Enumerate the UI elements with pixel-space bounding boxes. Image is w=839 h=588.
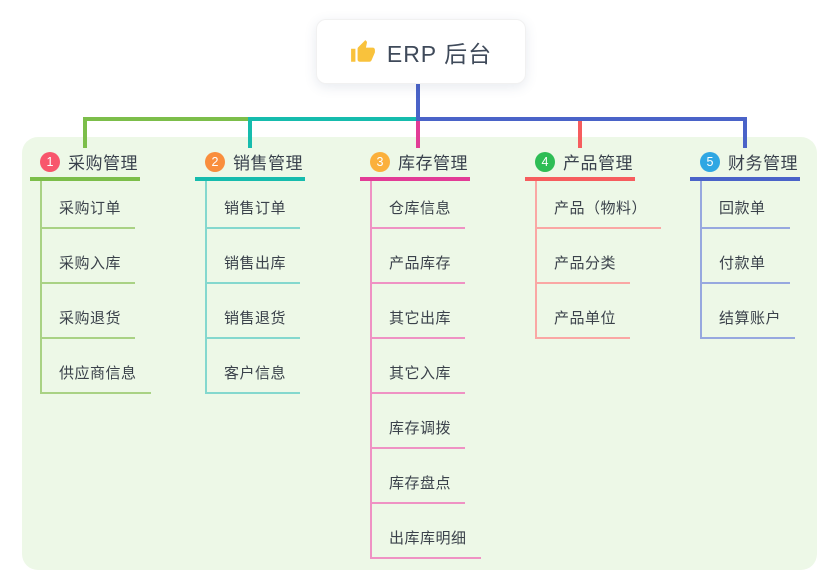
branch-number-badge: 4 — [535, 151, 555, 172]
child-item[interactable]: 销售退货 — [207, 284, 301, 339]
branch-children: 采购订单采购入库采购退货供应商信息 — [40, 181, 151, 394]
branch-title[interactable]: 3 库存管理 — [360, 146, 470, 181]
child-item[interactable]: 回款单 — [702, 181, 790, 229]
child-item[interactable]: 其它出库 — [372, 284, 466, 339]
child-item[interactable]: 出库库明细 — [372, 504, 481, 559]
child-item[interactable]: 客户信息 — [207, 339, 301, 394]
branch-sales: 2 销售管理 销售订单销售出库销售退货客户信息 — [195, 146, 305, 394]
child-item[interactable]: 供应商信息 — [42, 339, 151, 394]
root-node-label: ERP 后台 — [386, 40, 493, 67]
branch-label: 财务管理 — [728, 154, 798, 173]
thumbs-up-icon — [350, 39, 375, 62]
child-item[interactable]: 采购入库 — [42, 229, 136, 284]
branch-number-badge: 5 — [700, 151, 720, 172]
child-item[interactable]: 产品单位 — [537, 284, 631, 339]
branch-title[interactable]: 1 采购管理 — [30, 146, 140, 181]
child-item[interactable]: 库存盘点 — [372, 449, 466, 504]
child-item[interactable]: 产品（物料） — [537, 181, 662, 229]
branch-title[interactable]: 4 产品管理 — [525, 146, 635, 181]
branch-number-badge: 2 — [205, 151, 225, 172]
branch-number-badge: 1 — [40, 151, 60, 172]
branch-children: 仓库信息产品库存其它出库其它入库库存调拨库存盘点出库库明细 — [370, 181, 481, 559]
branch-finance: 5 财务管理 回款单付款单结算账户 — [690, 146, 800, 339]
branch-title[interactable]: 5 财务管理 — [690, 146, 800, 181]
child-item[interactable]: 产品分类 — [537, 229, 631, 284]
child-item[interactable]: 销售订单 — [207, 181, 301, 229]
child-item[interactable]: 采购订单 — [42, 181, 136, 229]
branch-children: 销售订单销售出库销售退货客户信息 — [205, 181, 301, 394]
child-item[interactable]: 仓库信息 — [372, 181, 466, 229]
branch-title[interactable]: 2 销售管理 — [195, 146, 305, 181]
child-item[interactable]: 产品库存 — [372, 229, 466, 284]
branches-panel — [22, 137, 817, 570]
child-item[interactable]: 销售出库 — [207, 229, 301, 284]
branch-label: 采购管理 — [68, 154, 138, 173]
branch-product: 4 产品管理 产品（物料）产品分类产品单位 — [525, 146, 662, 339]
child-item[interactable]: 库存调拨 — [372, 394, 466, 449]
branch-label: 库存管理 — [398, 154, 468, 173]
branch-label: 销售管理 — [233, 154, 303, 173]
child-item[interactable]: 采购退货 — [42, 284, 136, 339]
branch-children: 产品（物料）产品分类产品单位 — [535, 181, 662, 339]
branch-label: 产品管理 — [563, 154, 633, 173]
branch-children: 回款单付款单结算账户 — [700, 181, 796, 339]
root-node[interactable]: ERP 后台 — [316, 19, 526, 84]
branch-number-badge: 3 — [370, 151, 390, 172]
branch-purchase: 1 采购管理 采购订单采购入库采购退货供应商信息 — [30, 146, 151, 394]
branch-inventory: 3 库存管理 仓库信息产品库存其它出库其它入库库存调拨库存盘点出库库明细 — [360, 146, 481, 559]
child-item[interactable]: 其它入库 — [372, 339, 466, 394]
child-item[interactable]: 结算账户 — [702, 284, 796, 339]
child-item[interactable]: 付款单 — [702, 229, 790, 284]
